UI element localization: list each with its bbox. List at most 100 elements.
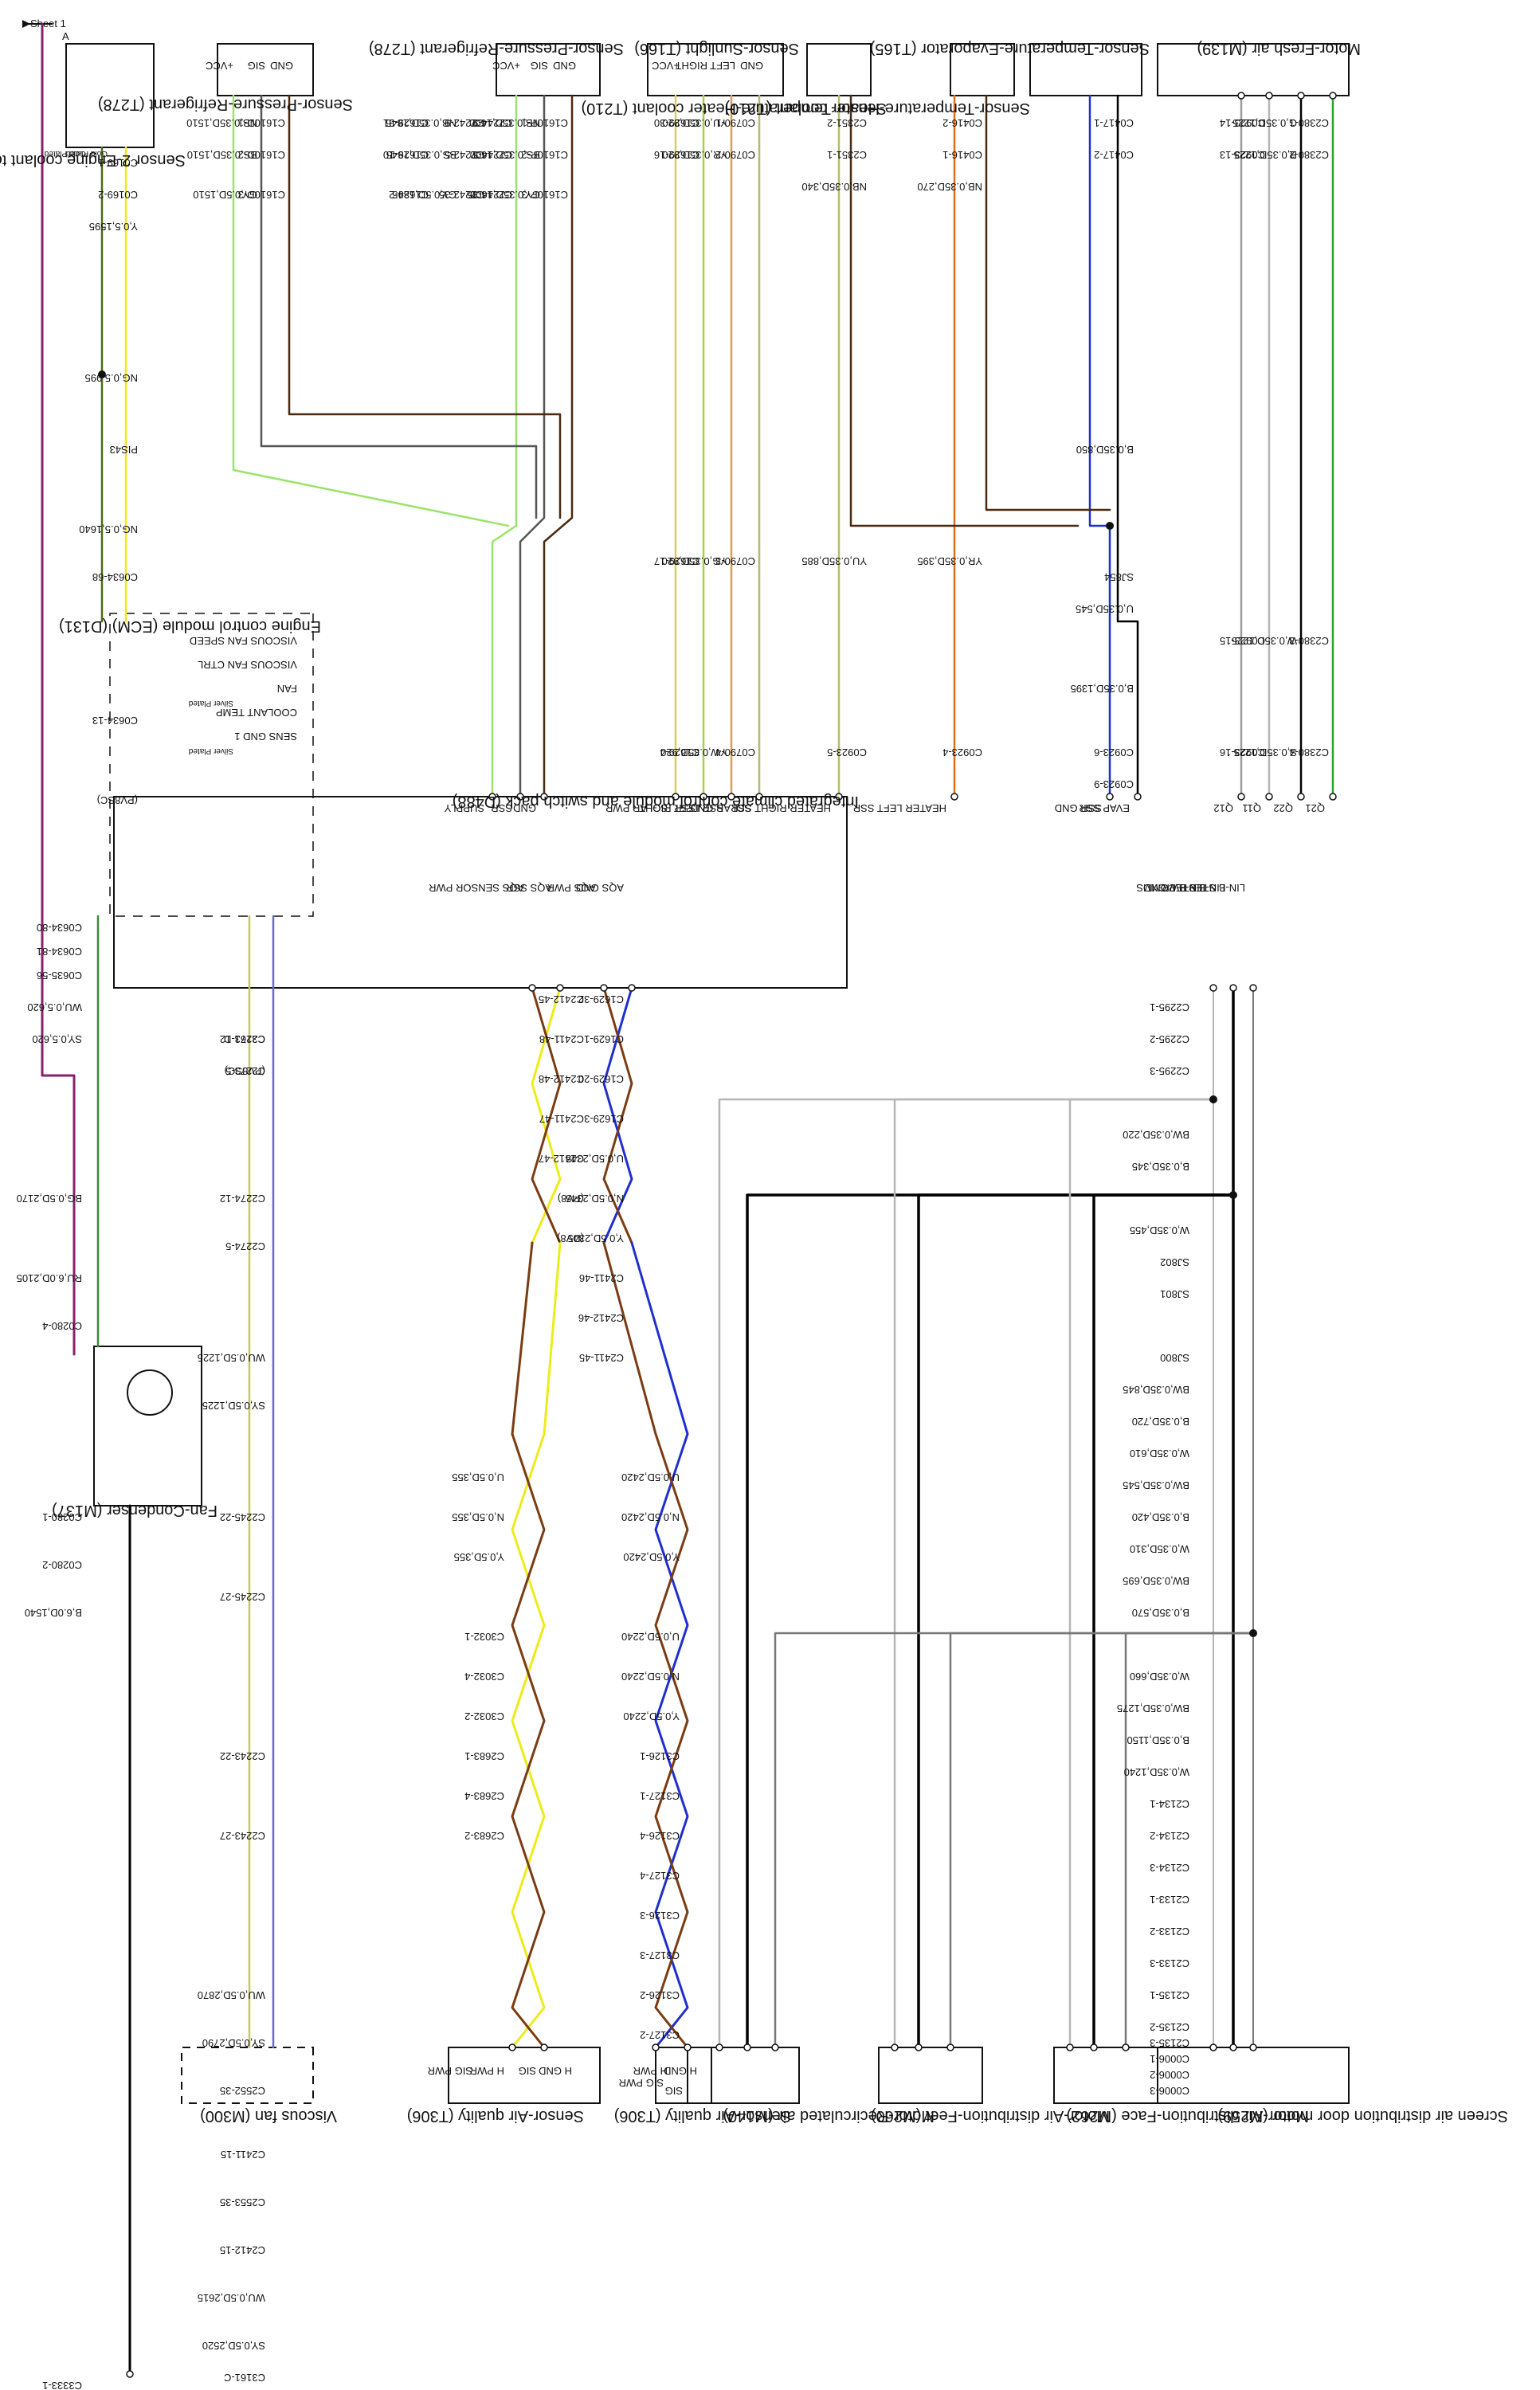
icc-pin-left-9 [727,793,735,801]
component-boxes [65,43,1350,2104]
t278a-gnd: GND [270,60,293,72]
t210a-label-3: YR,0.35D,395 [917,555,982,567]
m137-box[interactable] [93,1346,202,1506]
t166-label-1: C0790-2 [715,149,755,161]
t210a-box[interactable] [950,43,1015,96]
dest-pin-1 [1229,2043,1237,2051]
lin-branch-m140-w[interactable] [718,1098,1215,2049]
t278a-wire-3[interactable] [232,94,510,527]
t165-wire-2[interactable] [1088,94,1111,798]
m300-box[interactable] [181,2047,314,2104]
m139-box[interactable] [1157,43,1350,96]
t166-label-6: YG,0.35D,920 [662,555,727,567]
aqs2-label-18: C3032-4 [464,1671,504,1683]
sheet-label: Sheet 1 [30,18,66,29]
t481-label-8: (PV8SC) [97,794,138,806]
t166-label-8: C1629-30 [654,117,699,129]
t278a-box[interactable] [217,43,314,96]
t210a-wire-1[interactable] [985,94,1111,511]
t166-box[interactable] [647,43,784,96]
t306a-box[interactable] [655,2047,712,2104]
ecm-pin-name-4: SENS GND 1 [234,731,297,742]
lin-label-10: B,0.35D,720 [1132,1416,1189,1428]
t278b-wire-3[interactable] [491,94,518,798]
m140-box[interactable] [687,2047,800,2104]
lin-label-19: B,0.35D,1150 [1127,1734,1189,1746]
lin-branch-m262-b[interactable] [1092,1193,1235,2049]
fan-label-11: SY,0.5D,2790 [202,2037,265,2049]
aqs-link-2[interactable] [602,1241,657,1436]
aqs2-label-4: N,0.5D,2240 [621,1671,680,1683]
lin-branch-m260-bw[interactable] [949,1632,1255,2049]
t278b-wire-2[interactable] [519,94,546,798]
t278b-box[interactable] [496,43,601,96]
t278b-label-10: C2242-5 [445,149,484,161]
t278b-gnd: GND [553,60,576,72]
t278a-wire-2[interactable] [260,94,538,519]
lin-branch-m140-b[interactable] [746,1193,1235,2049]
aqs-pair-4-b[interactable] [511,1432,546,2049]
t210b-label-1: C2351-1 [827,149,867,161]
aqs-link-3[interactable] [543,1241,562,1436]
aqs-link-1[interactable] [630,1241,689,1436]
pv8sc-wire[interactable] [41,22,76,1356]
t165-box[interactable] [1029,43,1142,96]
icc-pin-name-9: SSR LEFT [674,802,723,814]
icc-pin-right-6 [528,984,536,992]
aqs2-label-16: Y,0.5D,355 [454,1551,504,1563]
t210b-wire-1[interactable] [849,94,1080,527]
t278b-label-14: GY,0.5D,1845 [392,189,457,201]
t481-label-7: C0634-13 [92,715,138,727]
t278a-wire-1[interactable] [288,94,562,519]
t278b-sig: SIG [531,60,548,72]
m139-label-1: C2380-2 [1289,149,1329,161]
t166-label-9: C1629-16 [654,149,699,161]
lin-branch-m262-w[interactable] [1068,1098,1215,2049]
dest-pin-4 [1090,2043,1098,2051]
t306a-label: Sensor-Air quality (T306) [614,2107,791,2125]
aqs-pair-1-b[interactable] [602,986,633,1244]
t481-box[interactable] [65,43,155,148]
icc-box[interactable] [113,796,848,989]
icc-pin-name-0: Q21 [1305,802,1325,814]
t210b-box[interactable] [806,43,872,96]
d131-label-5: BG,0.5D,2170 [17,1193,82,1205]
lin-label-3: BW,0.35D,220 [1123,1129,1189,1141]
aqs-pair-4-a[interactable] [511,1432,546,2049]
t165-wire-1[interactable] [1116,94,1139,798]
m262-box[interactable] [1053,2047,1158,2104]
aqs-pair-2-b[interactable] [531,986,562,1244]
m260-box[interactable] [878,2047,983,2104]
aqs-label-6: Y,0.5D,2345 [567,1232,624,1244]
splice-points [98,92,1337,2378]
aqs2-label-12: C3126-2 [640,1989,680,2001]
lin-label-14: W,0.35D,310 [1130,1543,1189,1555]
t306b-box[interactable] [448,2047,601,2104]
aqs-pair-3-b[interactable] [654,1432,689,2049]
t306b-sigpwr: SIG PWR [428,2065,472,2077]
aqs2-label-6: C3126-1 [640,1750,680,1762]
icc-pin-left-13 [516,793,524,801]
sheet-reference[interactable]: A Sheet 1 [22,18,69,42]
aqs-link-4[interactable] [511,1241,534,1436]
t278b-wire-1[interactable] [543,94,574,798]
t278a-label: Sensor-Pressure-Refrigerant (T278) [98,96,353,113]
t278b-label-15: C1629-31 [383,117,429,129]
lin-label-25: C2133-2 [1150,1926,1189,1937]
d131-label-9: C0280-2 [42,1559,82,1571]
ecm-box[interactable] [109,613,314,917]
lin-label-32: C0006-3 [1150,2085,1189,2097]
ecm-pin-name-1: VISCOUS FAN CTRL [198,659,297,671]
lin-label-1: C2295-2 [1150,1033,1189,1045]
fan-label-8: C2243-22 [220,1750,265,1762]
icc-pin-name-13: SSR [491,802,512,814]
lin-branch-m140-bw[interactable] [774,1632,1255,2049]
t481-label-3: NG,0.5,995 [85,372,139,384]
lin-label-21: C2134-1 [1150,1798,1189,1810]
t481-gold-2: Gold Plated [45,149,86,158]
lin-branch-m260-b[interactable] [917,1193,1235,2049]
icc-pin-name-14: SUPPLY [444,802,484,814]
